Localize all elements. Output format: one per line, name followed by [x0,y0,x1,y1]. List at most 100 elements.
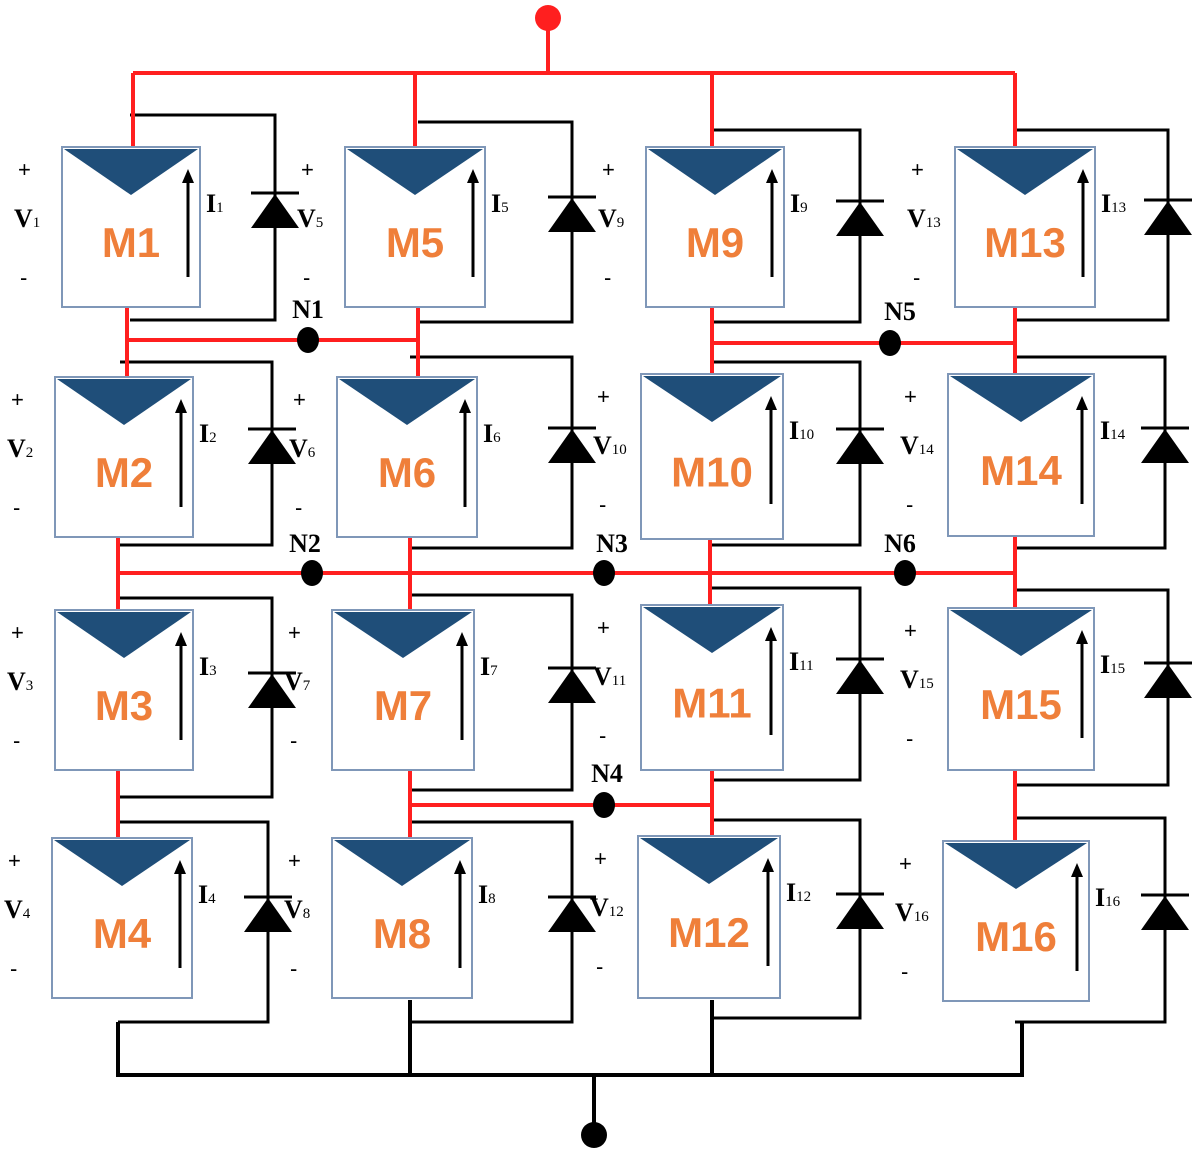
voltage-label: V12 [590,893,624,922]
voltage-label: V7 [284,667,311,696]
current-label: I7 [480,652,498,681]
module-label: M15 [980,681,1062,728]
module-m16: M16 [942,840,1090,1002]
plus-sign: + [911,157,924,182]
module-label: M14 [980,447,1062,494]
module-label: M13 [984,219,1066,266]
voltage-label: V10 [593,431,627,460]
solar-cell-icon [57,612,191,658]
plus-sign: + [288,848,301,873]
current-label: I16 [1095,883,1121,912]
plus-sign: + [8,848,21,873]
solar-cell-icon [64,149,198,195]
voltage-subscript: 5 [316,215,324,231]
minus-sign: - [596,954,603,979]
current-subscript: 6 [493,430,501,446]
current-subscript: 7 [490,663,498,679]
voltage-label: V5 [297,204,323,233]
diode-icon [836,430,884,464]
current-label: I3 [199,652,217,681]
minus-sign: - [290,956,297,981]
arrow-head-icon [765,627,777,641]
current-label: I5 [491,189,509,218]
minus-sign: - [20,265,27,290]
module-label: M8 [373,910,431,957]
diode-icon [244,898,292,932]
arrow-head-icon [459,399,471,413]
voltage-label: V4 [4,895,31,924]
voltage-subscript: 11 [612,673,626,689]
arrow-head-icon [1071,863,1083,877]
arrow-head-icon [175,632,187,646]
arrow-head-icon [1076,396,1088,410]
voltage-subscript: 1 [33,215,41,231]
module-label: M2 [95,449,153,496]
current-subscript: 16 [1105,894,1121,910]
plus-sign: + [597,615,610,640]
minus-sign: - [295,495,302,520]
diode-icon [836,202,884,236]
node-n2-dot [301,560,323,586]
arrow-head-icon [467,169,479,183]
voltage-subscript: 7 [303,678,311,694]
minus-sign: - [913,265,920,290]
red-tie-wiring [116,18,1017,841]
minus-sign: - [906,492,913,517]
current-subscript: 1 [216,200,224,216]
module-label: M3 [95,682,153,729]
diode-icon [1144,201,1192,235]
node-n4-dot [593,792,615,818]
voltage-label: V6 [289,434,316,463]
voltage-subscript: 2 [26,445,34,461]
current-label: I6 [483,419,501,448]
voltage-label: V2 [7,434,33,463]
minus-sign: - [599,723,606,748]
nodes-layer [297,5,916,1148]
node-n3-dot [593,560,615,586]
arrow-head-icon [1077,169,1089,183]
diode-icon [836,895,884,929]
module-label: M16 [975,913,1057,960]
module-label: M5 [386,219,444,266]
plus-sign: + [899,851,912,876]
voltage-subscript: 15 [919,676,934,692]
minus-sign: - [303,265,310,290]
diode-icon [1141,429,1189,463]
diode-icon [548,429,596,463]
arrow-head-icon [1076,630,1088,644]
plus-sign: + [11,620,24,645]
arrow-head-icon [174,860,186,874]
module-label: M4 [93,910,152,957]
module-label: M7 [374,682,432,729]
current-label: I12 [786,878,811,907]
plus-sign: + [288,620,301,645]
voltage-subscript: 13 [926,215,941,231]
solar-cell-icon [347,149,483,195]
plus-sign: + [293,387,306,412]
voltage-label: V8 [284,895,310,924]
plus-sign: + [597,384,610,409]
current-subscript: 14 [1110,427,1126,443]
current-subscript: 9 [800,200,808,216]
diode-icon [248,674,296,708]
current-subscript: 3 [209,663,217,679]
diode-icon [1144,664,1192,698]
solar-cell-icon [945,843,1087,889]
solar-cell-icon [950,610,1092,656]
bypass-diodes-layer [244,191,1192,932]
solar-cell-icon [643,607,781,653]
node-n1-dot [297,327,319,353]
diode-icon [1141,896,1189,930]
current-subscript: 12 [796,889,811,905]
plus-sign: + [18,157,31,182]
minus-sign: - [901,959,908,984]
solar-cell-icon [950,376,1092,422]
voltage-label: V15 [900,665,934,694]
positive-terminal [535,5,561,31]
module-m5: M5 [344,146,486,308]
current-label: I2 [199,419,217,448]
current-label: I9 [790,189,808,218]
voltage-label: V11 [593,662,626,691]
voltage-subscript: 6 [308,445,316,461]
